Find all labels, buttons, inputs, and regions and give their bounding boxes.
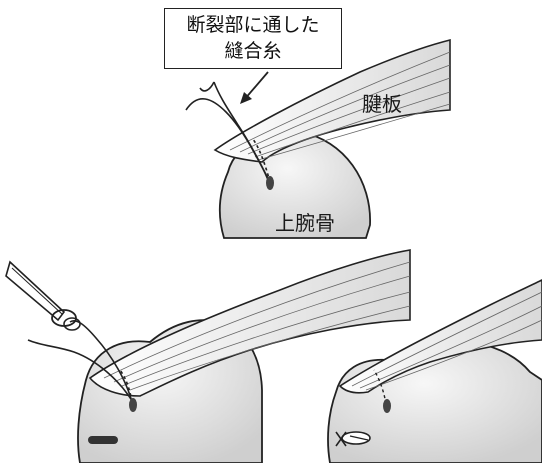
knot-pusher-instrument (6, 262, 80, 330)
anchor-top (266, 176, 274, 190)
callout-line-1: 断裂部に通した (165, 12, 341, 38)
drill-hole-bottom-left (88, 436, 118, 444)
humerus-label: 上腕骨 (275, 207, 335, 236)
callout-arrow (240, 72, 268, 104)
anchor-bottom-left (129, 398, 137, 412)
callout-line-2: 縫合糸 (165, 38, 341, 64)
tendon-plate-label: 腱板 (362, 88, 402, 117)
anchor-bottom-right (383, 399, 391, 413)
suture-callout-box: 断裂部に通した 縫合糸 (164, 8, 342, 69)
